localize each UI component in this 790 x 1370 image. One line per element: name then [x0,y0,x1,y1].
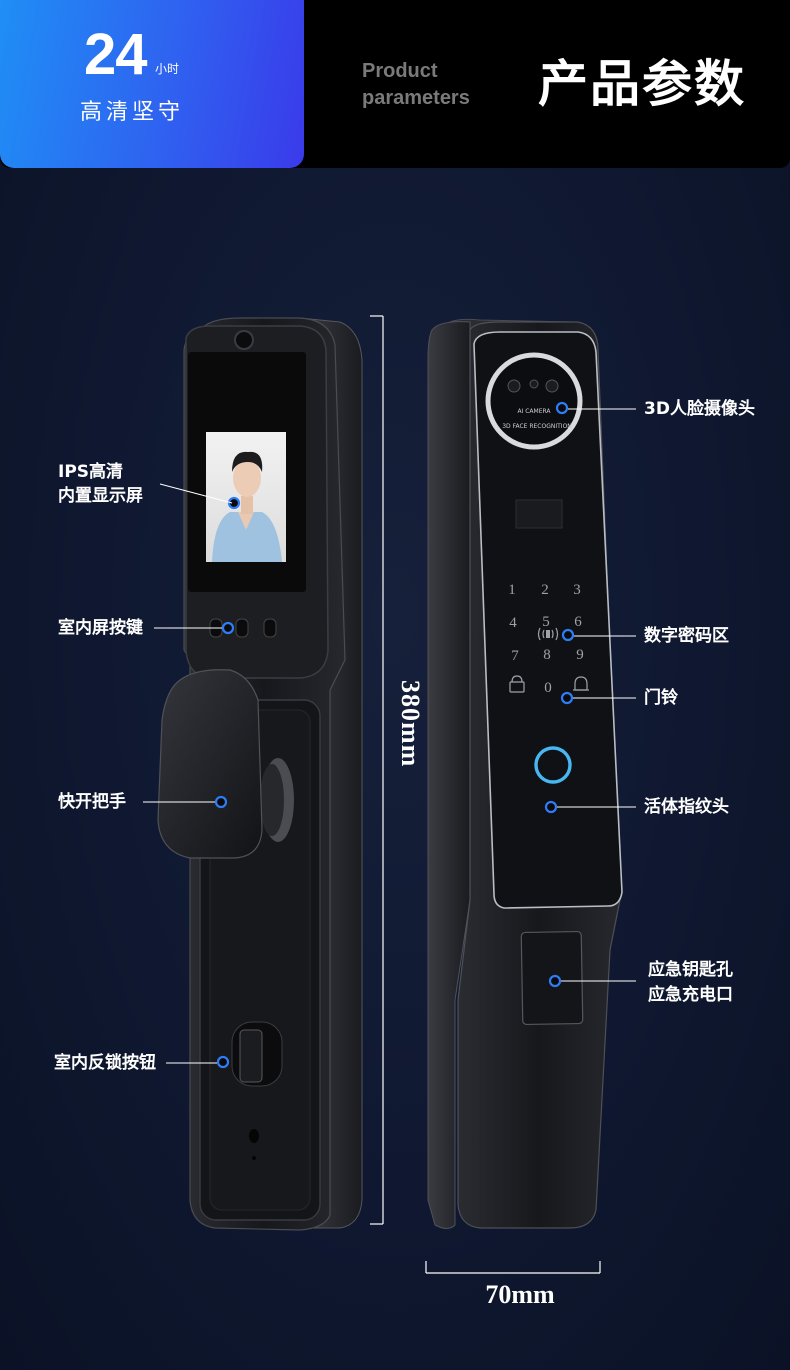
marker-lock-button [216,1055,230,1069]
key-8: 8 [543,647,551,663]
marker-keypad [561,628,575,642]
key-1: 1 [508,582,516,598]
key-9: 9 [576,647,584,663]
key-4: 4 [509,615,517,631]
label-ips-line1: IPS高清 [58,462,124,482]
dimension-width: 70mm [485,1280,555,1309]
label-quick-handle: 快开把手 [58,792,126,812]
fingerprint-ring [534,746,572,784]
label-ips-line2: 内置显示屏 [58,486,143,506]
label-fingerprint: 活体指纹头 [644,797,729,817]
leader-lines [143,408,636,1064]
indoor-camera-dot [234,330,254,350]
bell-icon [573,676,589,691]
key-2: 2 [541,582,549,598]
indoor-lock [157,317,363,1231]
marker-screen-button [221,621,235,635]
outdoor-front-panel [473,331,623,909]
indoor-lock-knob [239,1029,263,1083]
title-chinese: 产品参数 [538,55,746,113]
key-5: 5 [542,614,550,630]
badge-subtitle: 高清坚守 [80,100,185,125]
label-password-area: 数字密码区 [644,626,729,646]
portrait-shirt [212,512,282,562]
key-0: 0 [544,680,552,696]
outdoor-lock: AI CAMERA 3D FACE RECOGNITION 1 2 3 4 5 … [427,318,623,1229]
label-indoor-lock-button: 室内反锁按钮 [54,1053,156,1073]
key-6: 6 [574,614,582,630]
marker-doorbell [560,691,574,705]
face-camera-ring [485,352,583,450]
dimension-height: 380mm [396,680,425,768]
key-3: 3 [573,582,581,598]
dimension-lines [370,315,601,1274]
hours-number: 24 [84,22,148,87]
quick-handle [157,669,263,859]
label-doorbell: 门铃 [644,688,678,708]
nfc-icon [537,627,559,641]
keypad: 1 2 3 4 5 6 7 8 9 0 [508,582,584,696]
marker-fingerprint [544,800,558,814]
label-indoor-screen-button: 室内屏按键 [58,618,143,638]
key-7: 7 [511,648,519,664]
label-emergency-line2: 应急充电口 [648,985,733,1005]
marker-face-camera [555,401,569,415]
camera-label-ai: AI CAMERA [517,408,551,415]
hours-badge: 24 小时 高清坚守 [0,0,304,168]
label-emergency-line1: 应急钥匙孔 [648,960,733,980]
portrait-face [233,459,261,497]
camera-label-3d: 3D FACE RECOGNITION [502,423,572,430]
hours-unit: 小时 [155,62,180,76]
marker-emergency [548,974,562,988]
lock-icon [509,675,525,693]
marker-handle [214,795,228,809]
label-face-camera: 3D人脸摄像头 [644,399,755,419]
outdoor-lock-side [427,321,471,1229]
title-english: Product parameters [362,60,470,109]
marker-ips [227,496,241,510]
